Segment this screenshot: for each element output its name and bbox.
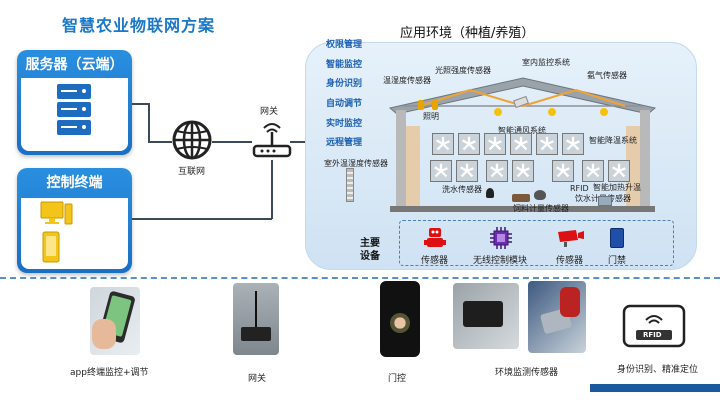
server-panel[interactable]: 服务器（云端）: [17, 50, 132, 155]
feeder-icon: [512, 194, 530, 202]
rfid-card-icon: [622, 304, 686, 348]
sensor-icon: [432, 100, 438, 110]
gateway-env-line: [290, 141, 306, 143]
fan-icon: [432, 133, 454, 155]
terminal-panel[interactable]: 控制终端: [17, 168, 132, 273]
fan-icon: [486, 160, 508, 182]
device-sensor2-label: 传感器: [556, 256, 584, 266]
menu-permission[interactable]: 权限管理: [326, 40, 363, 50]
fan-icon: [510, 133, 532, 155]
menu-realtime[interactable]: 实时监控: [326, 119, 363, 129]
terminal-icon-area: [21, 198, 128, 269]
caption-gateway: 网关: [248, 374, 267, 384]
door-control-image: [380, 281, 420, 357]
chicken-icon: [534, 190, 546, 200]
page-title: 智慧农业物联网方案: [62, 16, 216, 35]
section-divider: [0, 277, 720, 279]
app-phone-image: [90, 287, 140, 355]
caption-app: app终端监控+调节: [70, 368, 149, 378]
server-icon: [57, 84, 91, 135]
camera-sensor-icon: [558, 230, 584, 247]
menu-auto-adjust[interactable]: 自动调节: [326, 99, 363, 109]
fan-icon: [582, 160, 604, 182]
env-sensor-image-2: [528, 281, 586, 353]
computer-icon: [40, 201, 73, 263]
label-temp-humidity: 温湿度传感器: [383, 76, 431, 85]
internet-gateway-line: [212, 141, 252, 143]
label-feed-meter: 饲料计量传感器: [513, 204, 569, 213]
internet-label: 互联网: [178, 167, 206, 177]
terminal-connection-line: [132, 218, 272, 220]
label-ammonia: 氨气传感器: [587, 71, 627, 80]
server-title: 服务器（云端）: [25, 57, 124, 73]
label-indoor-monitor: 室内监控系统: [522, 58, 570, 67]
access-control-icon: [610, 228, 624, 248]
lamp-icon: [600, 108, 608, 116]
lamp-icon: [494, 108, 502, 116]
menu-smart-monitor[interactable]: 智能监控: [326, 60, 363, 70]
label-rfid: RFID: [570, 184, 589, 193]
devices-box: [399, 220, 674, 266]
label-light-intensity: 光照强度传感器: [435, 66, 491, 75]
caption-rfid: 身份识别、精准定位: [617, 365, 699, 375]
fan-icon: [430, 160, 452, 182]
server-connection-line-h: [148, 141, 172, 143]
gateway-device-image: [233, 283, 279, 355]
outdoor-sensor-icon: [346, 168, 354, 202]
router-icon: [252, 123, 292, 158]
fan-icon: [608, 160, 630, 182]
device-wireless-label: 无线控制模块: [473, 256, 528, 266]
label-lighting: 照明: [423, 112, 439, 121]
gateway-label: 网关: [260, 107, 279, 117]
fan-icon: [458, 133, 480, 155]
chip-icon: [490, 227, 512, 249]
server-connection-line: [132, 103, 148, 105]
fan-icon: [456, 160, 478, 182]
label-heating: 智能加热升温: [593, 183, 641, 192]
label-ventilation: 智能通风系统: [498, 126, 546, 135]
device-access-label: 门禁: [608, 256, 627, 266]
plant-icon: [486, 188, 494, 198]
rfid-card-text: RFID: [643, 331, 662, 339]
env-sensor-image-1: [453, 283, 519, 349]
sensor-icon: [418, 100, 424, 110]
robot-sensor-icon: [424, 228, 446, 247]
fan-icon: [562, 133, 584, 155]
caption-env-sensor: 环境监测传感器: [495, 368, 559, 378]
environment-title: 应用环境（种植/养殖）: [400, 26, 535, 41]
menu-remote[interactable]: 远程管理: [326, 138, 363, 148]
server-icon-area: [21, 78, 128, 151]
label-outdoor-temp: 室外温湿度传感器: [324, 159, 388, 168]
caption-door: 门控: [388, 374, 407, 384]
label-cooling: 智能降温系统: [589, 136, 637, 145]
menu-identity[interactable]: 身份识别: [326, 79, 363, 89]
terminal-connection-line-v: [271, 160, 273, 219]
devices-label: 主要 设备: [360, 238, 380, 262]
device-sensor-label: 传感器: [421, 256, 449, 266]
terminal-title: 控制终端: [46, 175, 103, 191]
lamp-icon: [548, 108, 556, 116]
fan-icon: [552, 160, 574, 182]
globe-icon: [172, 120, 212, 160]
tank-icon: [598, 196, 612, 206]
label-spray: 洗水传感器: [442, 185, 482, 194]
server-connection-line-v: [148, 103, 150, 141]
fan-icon: [512, 160, 534, 182]
fan-icon: [536, 133, 558, 155]
fan-icon: [484, 133, 506, 155]
footer-accent-bar: [590, 384, 720, 392]
barn-structure: [388, 77, 657, 212]
